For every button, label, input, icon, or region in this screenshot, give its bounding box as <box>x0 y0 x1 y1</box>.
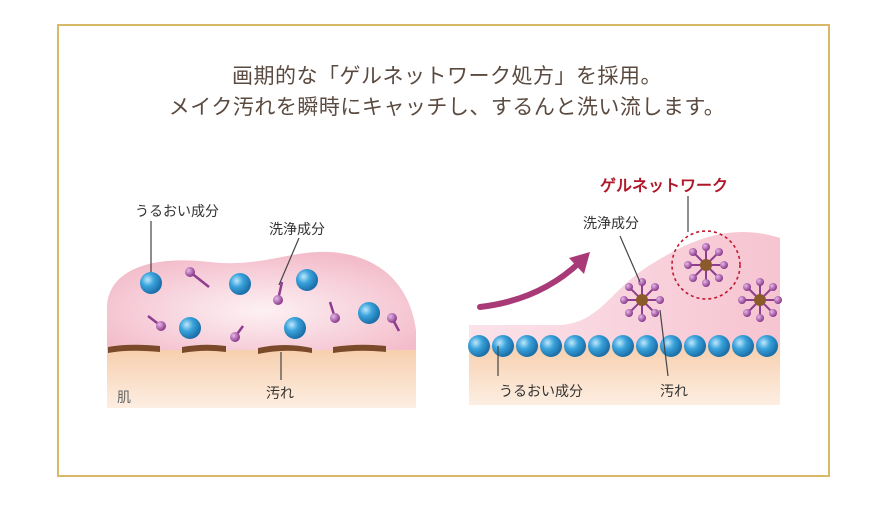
left-gel-blob <box>107 251 416 350</box>
left-dirt-label: 汚れ <box>266 386 294 402</box>
skin-label: 肌 <box>117 390 131 406</box>
transition-arrowhead <box>569 252 590 274</box>
gel-network-label: ゲルネットワーク <box>600 176 729 195</box>
left-cleanser-label: 洗浄成分 <box>269 222 325 238</box>
right-moisture-label: うるおい成分 <box>499 384 583 400</box>
left-leader-lines <box>150 221 300 380</box>
left-skin-layer <box>107 350 416 408</box>
right-moisture-ball-row <box>468 335 778 357</box>
network-highlight-circle <box>671 230 741 300</box>
headline-line-1: 画期的な「ゲルネットワーク処方」を採用。 <box>232 64 662 88</box>
left-moisture-balls <box>140 269 380 339</box>
right-gel-layer <box>469 231 780 345</box>
right-dirt-label: 汚れ <box>660 384 688 400</box>
headline-line-2: メイク汚れを瞬時にキャッチし、するんと洗い流します。 <box>168 95 726 119</box>
left-panel <box>107 221 416 408</box>
network-star-2 <box>683 242 729 288</box>
network-star-1 <box>619 277 665 323</box>
left-moisture-label: うるおい成分 <box>135 204 219 220</box>
network-star-3 <box>737 277 783 323</box>
right-leader-lines <box>497 196 689 377</box>
left-dirt-flakes <box>108 344 386 354</box>
right-cleanser-label: 洗浄成分 <box>583 216 639 232</box>
right-panel <box>468 196 783 405</box>
transition-arrow <box>477 259 583 310</box>
